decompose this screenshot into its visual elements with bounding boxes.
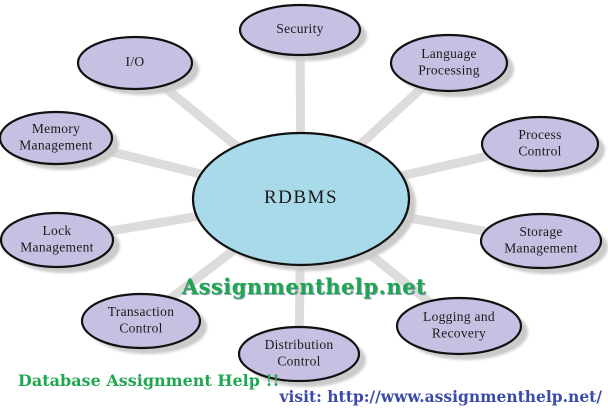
node-ellipse-security [238, 3, 362, 57]
watermark-text: Assignmenthelp.net [181, 274, 427, 299]
node-label-security: Security [276, 21, 323, 36]
footer-left-text: Database Assignment Help !! [18, 371, 280, 390]
node-ellipse-storage-management [479, 212, 603, 270]
node-label-line: Storage [519, 224, 562, 239]
node-label-line: Lock [43, 223, 72, 238]
node-label-line: Transaction [108, 304, 175, 319]
node-label-line: Control [518, 143, 561, 158]
node-ellipse-rdbms [191, 131, 411, 267]
node-label-line: Language [421, 46, 477, 61]
node-ellipse-language-processing [389, 33, 509, 93]
node-label-line: Distribution [265, 337, 334, 352]
node-label-line: Control [119, 320, 162, 335]
node-ellipse-transaction-control [80, 292, 202, 350]
node-label-line: Process [518, 127, 561, 142]
node-label-line: I/O [126, 54, 145, 69]
node-ellipse-distribution-control [237, 325, 361, 383]
node-label-line: Recovery [432, 325, 486, 340]
node-ellipse-memory-management [0, 110, 114, 166]
node-label-rdbms: RDBMS [264, 187, 338, 208]
node-label-line: RDBMS [264, 187, 338, 208]
node-ellipse-process-control [480, 115, 600, 173]
node-label-io: I/O [126, 54, 145, 69]
node-label-line: Management [20, 239, 93, 254]
node-label-line: Control [277, 353, 320, 368]
node-label-line: Memory [32, 121, 80, 136]
node-ellipse-lock-management [0, 211, 115, 269]
node-label-line: Management [504, 240, 577, 255]
node-ellipse-logging-recovery [395, 296, 523, 356]
footer-link-text: visit: http://www.assignmenthelp.net/ [279, 387, 602, 406]
node-label-line: Security [276, 21, 323, 36]
node-label-line: Processing [418, 62, 480, 77]
node-ellipse-io [76, 35, 194, 91]
node-label-line: Logging and [423, 309, 495, 324]
node-label-line: Management [19, 137, 92, 152]
